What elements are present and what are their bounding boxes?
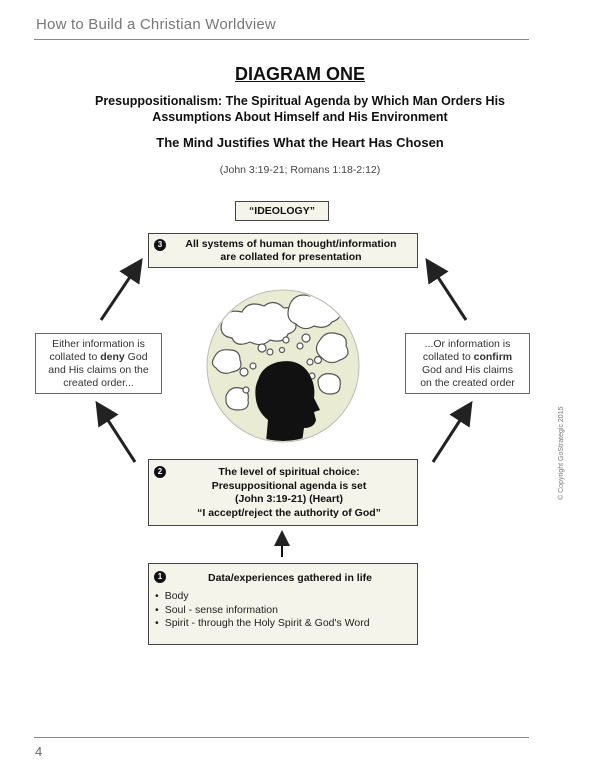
- step-3-text: All systems of human thought/information…: [171, 238, 411, 264]
- step-1-title: Data/experiences gathered in life: [208, 572, 372, 584]
- list-item: Body: [155, 590, 370, 604]
- arrow-left-lower: [95, 400, 137, 463]
- step-3-box: 3 All systems of human thought/informati…: [148, 233, 418, 268]
- arrow-right-up: [425, 257, 468, 321]
- subtitle-line-2: Assumptions About Himself and His Enviro…: [152, 110, 448, 124]
- list-item: Spirit - through the Holy Spirit & God's…: [155, 617, 370, 631]
- arrow-right-lower: [431, 400, 473, 463]
- step-1-list: Body Soul - sense information Spirit - t…: [155, 590, 370, 631]
- running-header: How to Build a Christian Worldview: [36, 16, 276, 33]
- deny-line-2-post: God: [124, 351, 148, 363]
- confirm-line-4: on the created order: [420, 377, 515, 389]
- diagram-heading: DIAGRAM ONE: [235, 64, 365, 84]
- step-2-line-4: “I accept/reject the authority of God”: [197, 506, 381, 519]
- step-2-line-1: The level of spiritual choice:: [218, 466, 360, 478]
- scripture-reference: (John 3:19-21; Romans 1:18-2:12): [219, 164, 381, 176]
- step-1-number: 1: [154, 571, 166, 583]
- diagram-tagline: The Mind Justifies What the Heart Has Ch…: [156, 135, 444, 150]
- page-number: 4: [35, 744, 43, 759]
- subtitle-line-1: Presuppositionalism: The Spiritual Agend…: [94, 94, 506, 108]
- diagram-subtitle: Presuppositionalism: The Spiritual Agend…: [60, 93, 540, 125]
- step-3-line-2: are collated for presentation: [220, 251, 362, 263]
- step-1-box: 1 Data/experiences gathered in life Body…: [148, 563, 418, 645]
- deny-line-1: Either information is: [52, 338, 145, 350]
- step-2-text: The level of spiritual choice: Presuppos…: [167, 466, 411, 520]
- copyright-notice: © Copyright GoStrategic 2015: [558, 406, 565, 501]
- confirm-line-3: God and His claims: [421, 364, 514, 376]
- step-2-number: 2: [154, 466, 166, 478]
- footer-rule: [34, 737, 529, 738]
- step-3-number: 3: [154, 239, 166, 251]
- header-rule: [34, 39, 529, 40]
- step-2-box: 2 The level of spiritual choice: Presupp…: [148, 459, 418, 526]
- step-2-line-3: (John 3:19-21) (Heart): [235, 493, 343, 505]
- head-thought-illustration: [206, 289, 360, 443]
- deny-line-3: and His claims on the: [48, 364, 149, 376]
- confirm-god-box: ...Or information is collated to confirm…: [405, 333, 530, 394]
- deny-god-box: Either information is collated to deny G…: [35, 333, 162, 394]
- deny-line-2: collated to deny God: [36, 351, 161, 364]
- deny-line-4: created order...: [63, 377, 134, 389]
- deny-keyword: deny: [100, 351, 125, 363]
- confirm-keyword: confirm: [473, 351, 513, 363]
- confirm-line-1: ...Or information is: [424, 338, 511, 350]
- list-item: Soul - sense information: [155, 604, 370, 618]
- ideology-label-box: “IDEOLOGY”: [235, 201, 329, 221]
- confirm-line-2: collated to confirm: [406, 351, 529, 364]
- confirm-line-2-pre: collated to: [422, 351, 474, 363]
- arrow-left-up: [99, 258, 143, 321]
- step-3-line-1: All systems of human thought/information: [185, 238, 397, 250]
- step-2-line-2: Presuppositional agenda is set: [211, 479, 367, 492]
- deny-line-2-pre: collated to: [49, 351, 101, 363]
